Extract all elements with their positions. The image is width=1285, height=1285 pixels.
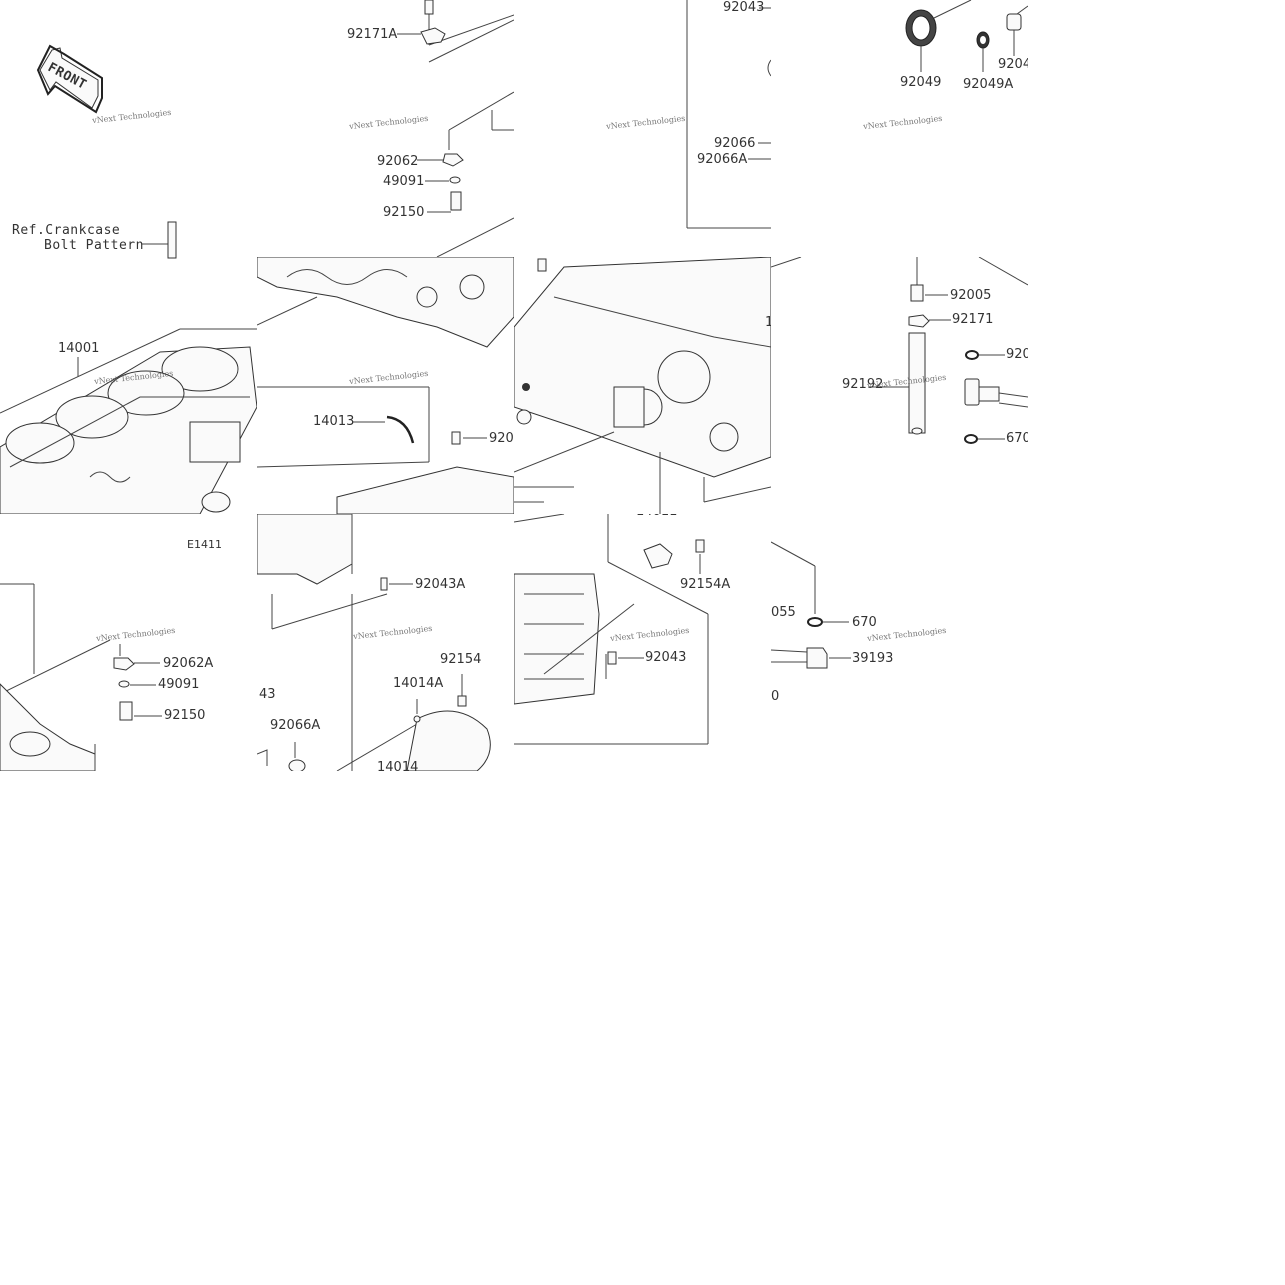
tile-lower-cover: 92043A 43 92066A 92154 14014A 14014 vNex… [257,514,514,771]
tile-upper-fittings: 92171A 92062 49091 92150 vNext Technolog… [257,0,514,257]
part-number-label: 92171A [347,27,398,42]
tile-upper-crankcase-right: 16 [514,257,771,514]
lower-cover-drawing [257,514,491,771]
part-number-label: 92043A [415,577,466,592]
part-number-label: 14011 [636,514,677,519]
part-number-label: 92062A [163,656,214,671]
part-number-label: 920 [1006,347,1028,362]
part-number-label: 16 [765,315,771,330]
part-number-label: 92154A [680,577,731,592]
part-number-label: 92154 [440,652,482,667]
ref-bolt-pattern-label: Bolt Pattern [44,238,144,253]
tile-oil-fittings-lower: 055 670 39193 0 vNext Technologies [771,514,1028,771]
part-number-label: 14001 [58,341,100,356]
seals-drawing [905,0,1028,72]
part-number-label: 92171 [952,312,994,327]
cylinder-block-drawing [0,328,257,514]
part-number-label: 14013 [313,414,355,429]
part-number-label: 39193 [852,651,894,666]
tile-lower-crankcase: 92154A 92043 14011 vNext Technologies [514,514,771,771]
part-number-label: 14014 [377,760,419,772]
tile-oil-bolt-assembly: E1411 92062A 49091 92150 vNext Technolog… [0,514,257,771]
part-number-label: 92049A [963,77,1014,92]
part-number-label: 92049 [900,75,942,90]
part-number-label: 92150 [164,708,206,723]
part-number-label: 92150 [383,205,425,220]
part-number-label: 49091 [158,677,200,692]
part-number-label: 92192 [842,377,884,392]
crankcase-drawing [257,257,514,514]
figure-code: E1411 [187,538,222,551]
tile-cylinder-block: Ref.Crankcase Bolt Pattern 14001 vNext T… [0,257,257,514]
ref-crankcase-label: Ref.Crankcase [12,223,121,238]
part-number-label: 670 [1006,431,1028,446]
front-arrow-drawing [36,44,103,114]
part-number-label: 92066A [270,718,321,733]
bolt-assembly-drawing [0,583,162,771]
part-number-label: 92066A [697,152,748,167]
part-number-label: 9204 [998,57,1028,72]
oil-pipe-drawing [771,257,1028,444]
part-number-label: 92062 [377,154,419,169]
part-number-label: 92005 [950,288,992,303]
part-number-label: 0 [771,689,780,704]
part-number-label: 055 [771,605,796,620]
fittings-drawing [397,0,514,257]
tile-dowel-pins: 92043 92066 92066A vNext Technologies [514,0,771,257]
tile-front-arrow: FRONT vNext Technologies [0,0,257,257]
lower-crankcase-drawing [514,514,709,745]
ref-bolt-drawing [142,221,177,259]
part-number-label: 92043 [723,0,765,15]
part-number-label: 670 [852,615,877,630]
dowel-drawing [686,0,771,229]
tile-oil-pipe: 92005 92171 920 92192 670 vNext Technolo… [771,257,1028,514]
oil-fittings-drawing [771,541,851,669]
tile-oil-seals: 92049 92049A 9204 vNext Technologies [771,0,1028,257]
part-number-label: 43 [259,687,276,702]
tile-upper-crankcase-left: 14013 920 vNext Technologies [257,257,514,514]
crankcase-drawing [514,257,771,514]
part-number-label: 920 [489,431,514,446]
part-number-label: 49091 [383,174,425,189]
part-number-label: 14014A [393,676,444,691]
part-number-label: 92043 [645,650,687,665]
part-number-label: 92066 [714,136,756,151]
